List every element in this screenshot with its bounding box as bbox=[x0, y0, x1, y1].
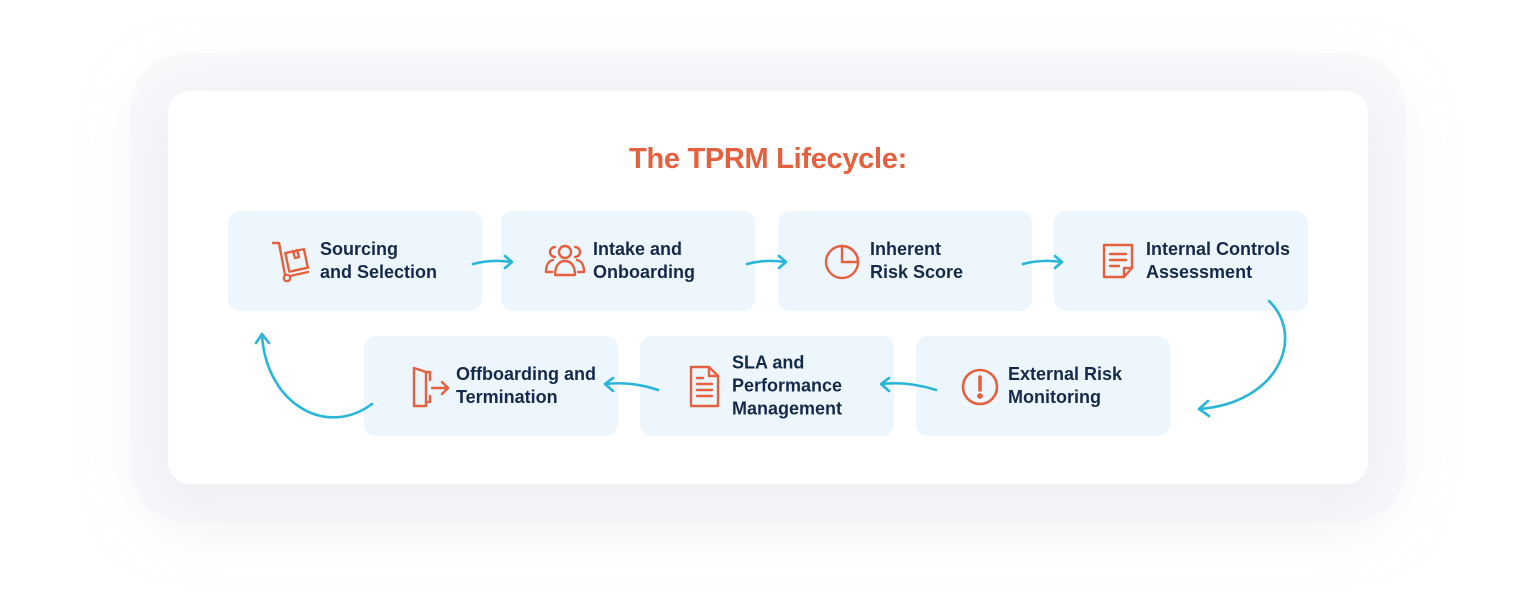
step-inherent-risk-score: Inherent Risk Score bbox=[778, 211, 1032, 311]
step-label-line: Risk Score bbox=[870, 262, 964, 282]
step-label-line: Termination bbox=[456, 387, 558, 407]
step-label-line: SLA and bbox=[732, 352, 805, 373]
step-intake-onboarding: Intake and Onboarding bbox=[501, 211, 755, 311]
arrow-offboarding-to-sourcing bbox=[254, 332, 374, 419]
step-label-line: Management bbox=[732, 398, 843, 419]
alert-circle-icon bbox=[956, 362, 1004, 410]
step-label-line: Internal Controls bbox=[1146, 239, 1291, 259]
exit-door-icon bbox=[404, 362, 452, 410]
step-offboarding-termination: Offboarding and Termination bbox=[364, 336, 618, 436]
arrow-sla-to-offboarding bbox=[603, 376, 660, 393]
arrow-sourcing-to-intake bbox=[471, 254, 514, 270]
step-internal-controls-assessment: Internal Controls Assessment bbox=[1054, 211, 1308, 311]
step-sla-performance-management: SLA and Performance Management bbox=[640, 336, 894, 436]
arrow-internal-to-external bbox=[1197, 299, 1287, 418]
step-label-line: Offboarding and bbox=[456, 364, 596, 384]
step-label-line: and Selection bbox=[320, 262, 438, 282]
arrow-inherent-to-internal bbox=[1021, 254, 1064, 270]
document-lines-icon bbox=[680, 362, 728, 410]
step-label-line: Intake and bbox=[593, 239, 683, 259]
step-label-line: Onboarding bbox=[593, 262, 695, 282]
step-label-line: Performance bbox=[732, 375, 843, 396]
step-label-line: Sourcing bbox=[320, 239, 399, 259]
pie-chart-icon bbox=[818, 237, 866, 285]
document-list-icon bbox=[1094, 237, 1142, 285]
page-title: The TPRM Lifecycle: bbox=[629, 143, 907, 175]
step-label-line: Assessment bbox=[1146, 262, 1253, 282]
people-group-icon bbox=[541, 237, 589, 285]
hand-truck-box-icon bbox=[268, 237, 316, 285]
step-sourcing-selection: Sourcing and Selection bbox=[228, 211, 482, 311]
step-label-line: Inherent bbox=[870, 239, 942, 259]
arrow-intake-to-inherent bbox=[745, 254, 788, 270]
arrow-external-to-sla bbox=[879, 376, 938, 393]
step-external-risk-monitoring: External Risk Monitoring bbox=[916, 336, 1170, 436]
step-label-line: External Risk bbox=[1008, 364, 1123, 384]
step-label-line: Monitoring bbox=[1008, 387, 1101, 407]
